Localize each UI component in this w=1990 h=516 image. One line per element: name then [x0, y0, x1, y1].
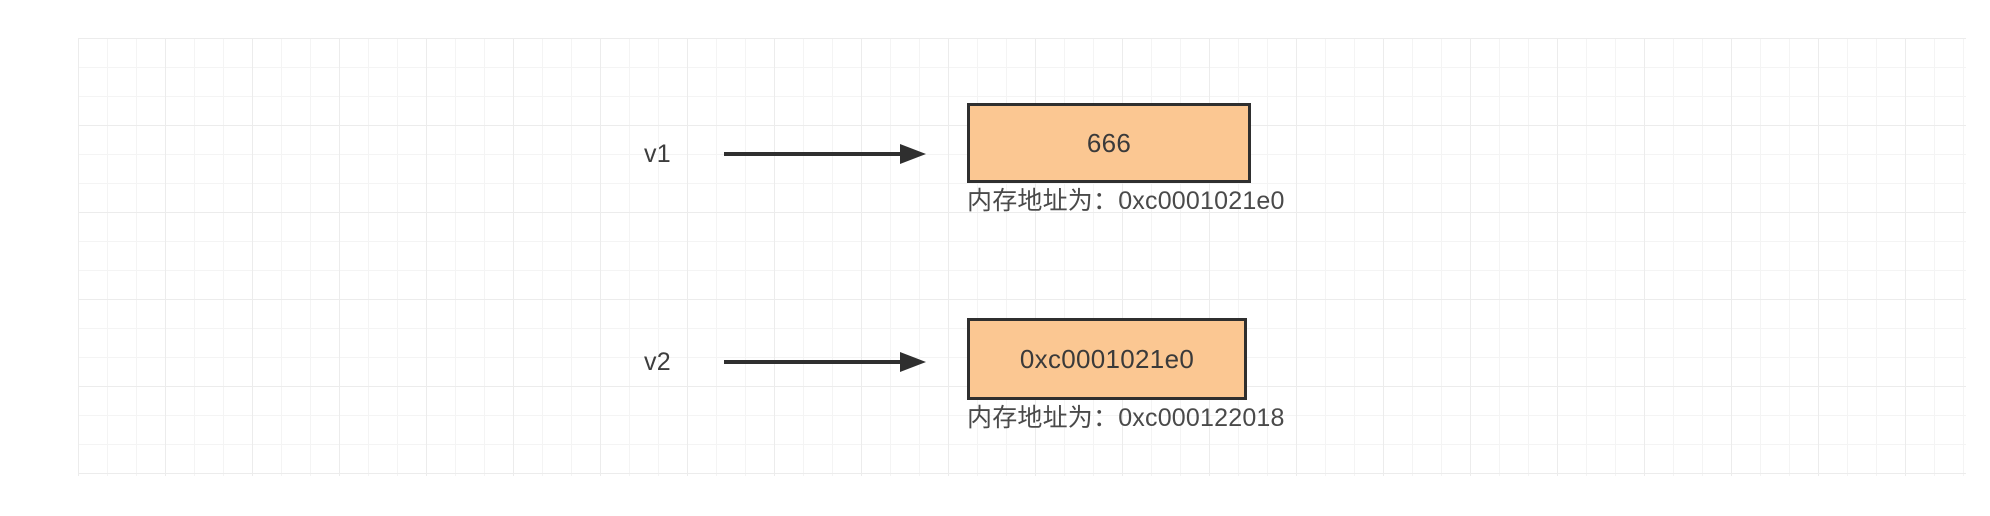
memory-box-v1-value: 666 [1086, 128, 1132, 158]
variable-label-v1: v1 [644, 140, 671, 168]
arrow-head [900, 352, 926, 372]
memory-address-caption-v1: 内存地址为：0xc0001021e0 [967, 187, 1285, 215]
arrow-v2-to-box [724, 352, 926, 372]
memory-address-caption-v2: 内存地址为：0xc000122018 [967, 404, 1285, 432]
variable-label-v2: v2 [644, 348, 671, 376]
memory-box-v2-value: 0xc0001021e0 [1019, 344, 1195, 374]
memory-box-v2: 0xc0001021e0 [967, 318, 1247, 400]
arrow-head [900, 144, 926, 164]
arrow-v1-to-box [724, 144, 926, 164]
memory-box-v1: 666 [967, 103, 1251, 183]
